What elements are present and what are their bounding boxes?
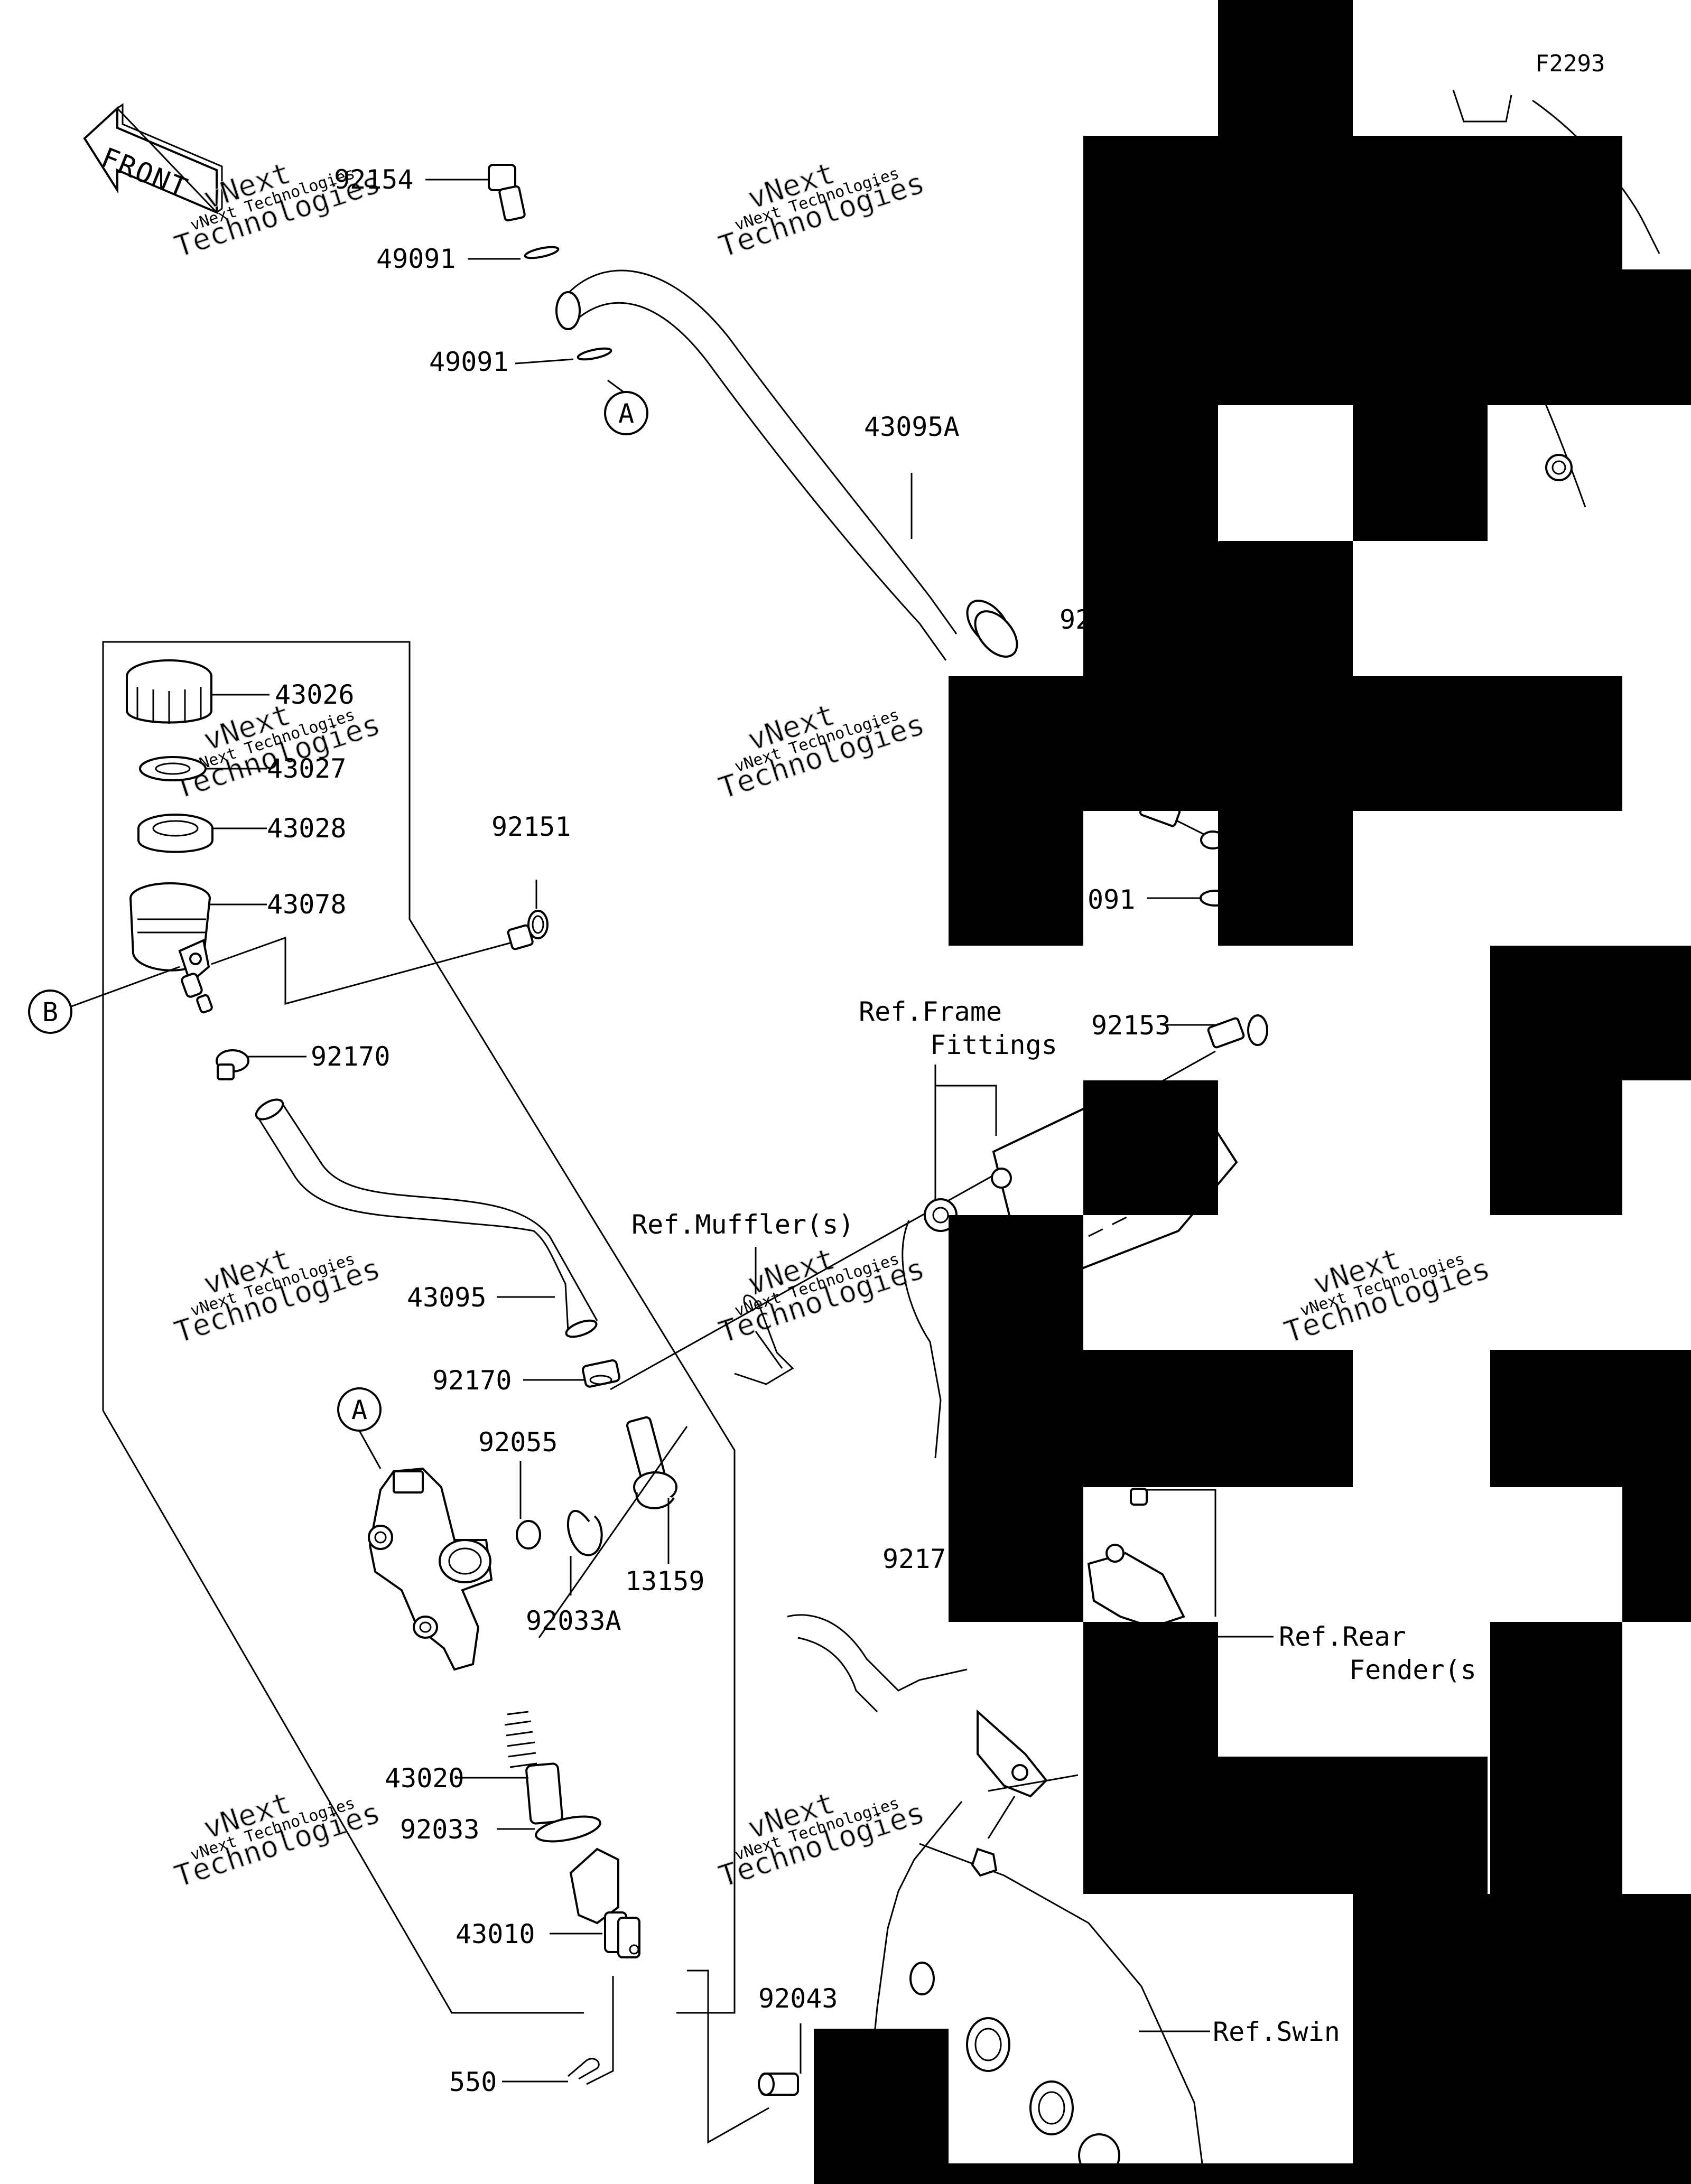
banjo-bolt-92154 bbox=[488, 164, 526, 222]
o-ring-92055 bbox=[516, 1520, 541, 1550]
label-43010: 43010 bbox=[456, 1919, 535, 1949]
washer-49091-b bbox=[577, 347, 612, 361]
bolt-92153 bbox=[1207, 1014, 1268, 1049]
front-direction-arrow: FRONT bbox=[83, 103, 223, 214]
clamp-92170-upper bbox=[216, 1049, 249, 1080]
label-9217-partial: 9217 bbox=[882, 1544, 946, 1574]
rear-fender-sketch bbox=[787, 1488, 1216, 1839]
reservoir-cap-43026 bbox=[126, 659, 212, 724]
ref-frame-fittings-line1: Ref.Frame bbox=[859, 996, 1002, 1027]
watermark-8: Technologies vNext Technologies vNext bbox=[170, 1785, 385, 1894]
pushrod-43010 bbox=[569, 1847, 640, 1958]
label-091-partial: 091 bbox=[1088, 884, 1135, 915]
callout-b-left bbox=[28, 990, 72, 1034]
cotter-pin-550 bbox=[568, 1976, 614, 2085]
label-43095: 43095 bbox=[407, 1282, 487, 1313]
reservoir-tank-43078 bbox=[129, 882, 213, 1014]
label-550: 550 bbox=[449, 2067, 497, 2097]
label-49091-b: 49091 bbox=[429, 347, 509, 377]
diaphragm-43028 bbox=[137, 814, 213, 853]
label-92043: 92043 bbox=[758, 1983, 838, 2014]
label-92033a: 92033A bbox=[526, 1606, 621, 1636]
fitting-13159 bbox=[626, 1416, 677, 1509]
callout-a-top-label: A bbox=[618, 398, 634, 429]
label-43095a: 43095A bbox=[864, 412, 960, 442]
callout-b-left-label: B bbox=[42, 997, 58, 1028]
label-92055: 92055 bbox=[478, 1427, 558, 1458]
watermark-4: Technologies vNext Technologies vNext bbox=[714, 697, 929, 806]
callout-a-left-label: A bbox=[351, 1395, 367, 1425]
bolt-92043 bbox=[758, 2073, 799, 2096]
washer-49091-a bbox=[524, 246, 560, 259]
label-43078: 43078 bbox=[267, 889, 347, 920]
label-92151: 92151 bbox=[491, 811, 571, 842]
master-cylinder-body bbox=[368, 1467, 493, 1671]
ref-swingarm: Ref.Swin bbox=[1213, 2017, 1340, 2047]
clamp-92170-lower bbox=[582, 1359, 620, 1388]
piston-spring-43020 bbox=[504, 1711, 563, 1825]
label-43026: 43026 bbox=[275, 679, 355, 710]
watermark-9: Technologies vNext Technologies vNext bbox=[714, 1785, 929, 1894]
circlip-92033 bbox=[535, 1815, 601, 1843]
muffler-bracket bbox=[734, 1220, 942, 1459]
ref-mufflers: Ref.Muffler(s) bbox=[631, 1209, 854, 1240]
callout-a-top bbox=[604, 391, 648, 435]
label-92154: 92154 bbox=[334, 164, 414, 195]
watermark-2: Technologies vNext Technologies vNext bbox=[714, 155, 929, 265]
label-43020: 43020 bbox=[385, 1763, 464, 1794]
redaction-blocks bbox=[814, 0, 1691, 2184]
diagram-code: F2293 bbox=[1535, 50, 1605, 77]
ref-rear-fender-line2: Fender(s bbox=[1349, 1655, 1476, 1685]
bolt-92151 bbox=[507, 910, 549, 950]
label-43027: 43027 bbox=[267, 753, 347, 784]
ref-frame-fittings-line2: Fittings bbox=[930, 1030, 1057, 1060]
watermark-7: Technologies vNext Technologies vNext bbox=[1280, 1241, 1494, 1350]
label-92170-upper: 92170 bbox=[311, 1041, 391, 1072]
watermark-5: Technologies vNext Technologies vNext bbox=[170, 1241, 385, 1350]
reservoir-group-frame bbox=[102, 641, 736, 2014]
plate-43027 bbox=[139, 756, 207, 781]
label-92153: 92153 bbox=[1091, 1010, 1171, 1041]
hose-43095a bbox=[567, 269, 958, 634]
label-13159: 13159 bbox=[625, 1566, 705, 1597]
redaction-gaps bbox=[1218, 405, 1691, 1894]
label-43028: 43028 bbox=[267, 813, 347, 844]
label-49091-a: 49091 bbox=[376, 244, 456, 274]
circlip-92033a bbox=[567, 1510, 603, 1556]
label-92033: 92033 bbox=[400, 1814, 480, 1845]
hose-43095 bbox=[255, 1114, 534, 1232]
ref-rear-fender-line1: Ref.Rear bbox=[1279, 1621, 1406, 1652]
label-92170-lower: 92170 bbox=[432, 1365, 512, 1396]
